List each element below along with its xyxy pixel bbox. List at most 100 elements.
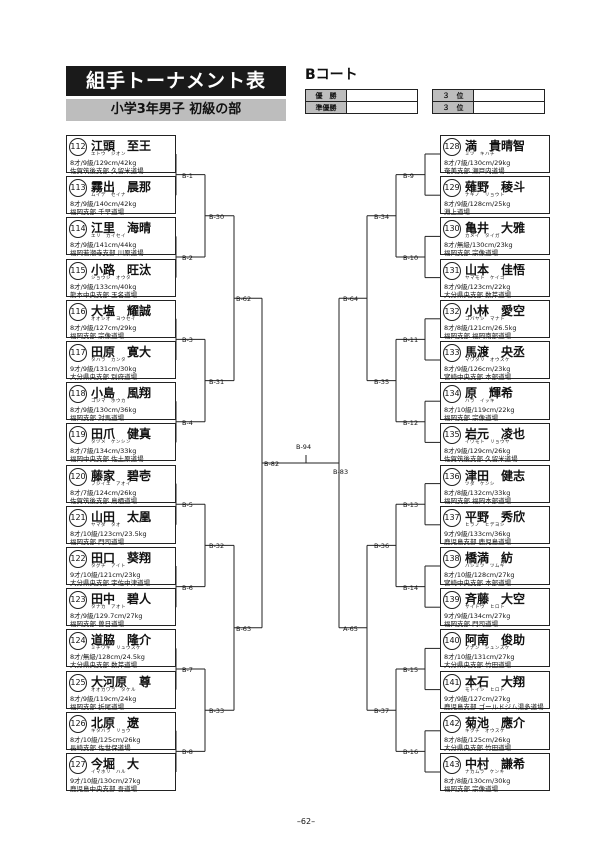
player-number: 125 [69, 673, 87, 692]
player-name: 山本 佳悟 [465, 262, 526, 277]
player-kana: ナカムラ ケンキ [465, 770, 505, 775]
player-kana: コバヤシ マナト [465, 316, 505, 322]
player-club: 佐賀筑後支部 久留米道場 [70, 167, 144, 175]
player-number: 143 [443, 756, 461, 774]
match-label: B-83 [333, 468, 349, 476]
third-place-label-1: ３ 位 [432, 89, 474, 102]
court-label: Bコート [305, 67, 358, 83]
player-info: 8才/8級/125cm/26kg [444, 735, 511, 744]
player-kana: ナギノ リョウト [465, 193, 505, 199]
division-subtitle: 小学3年男子 初級の部 [66, 99, 286, 121]
player-info: 8才/7級/134cm/33kg [70, 447, 137, 456]
player-club: 福岡支部 対馬道場 [70, 414, 125, 423]
player-club: 鹿児島中央支部 吾道場 [70, 785, 138, 793]
player-kana: イマホリ ハル [91, 770, 126, 775]
player-kana: オオシオ ヨウセイ [91, 316, 136, 322]
player-name: 藤家 碧壱 [91, 468, 152, 483]
match-label: B-5 [182, 501, 193, 510]
player-club: 福岡支部 曽日道場 [70, 620, 125, 629]
player-number: 130 [443, 220, 461, 239]
player-number: 122 [69, 550, 87, 568]
player-club: 淵上道場 [444, 208, 470, 217]
player-club: 宮崎中央支部 本部道場 [444, 373, 512, 381]
match-label: B-31 [209, 377, 225, 386]
placings-table-right: ３ 位 ３ 位 [432, 89, 545, 114]
player-number: 141 [443, 673, 461, 692]
player-kana: サイトウ ヒロト [465, 605, 505, 611]
player-name: 田中 碧人 [91, 592, 152, 607]
player-number: 120 [69, 467, 87, 486]
player-name: 馬渡 央丞 [465, 345, 526, 359]
tournament-title: 組手トーナメント表 [66, 66, 286, 96]
player-info: 8才/9級/140cm/42kg [70, 200, 137, 209]
player-name: 小島 風翔 [91, 386, 152, 401]
match-label: B-6 [182, 583, 193, 592]
player-club: 福岡支部 千早道場 [70, 208, 125, 217]
player-info: 8才/9級/130cm/36kg [70, 406, 137, 415]
player-name: 江頭 至王 [91, 139, 152, 153]
match-label: B-62 [236, 295, 252, 304]
third-place-label-2: ３ 位 [432, 101, 474, 114]
player-club: 福岡支部 宗像道場 [444, 249, 499, 258]
player-info: 8才/10級/131cm/27kg [444, 653, 515, 662]
player-number: 115 [69, 261, 87, 280]
match-label: B-30 [209, 212, 225, 221]
player-number: 121 [69, 508, 87, 527]
player-kana: キタハラ リョウ [91, 728, 131, 734]
player-kana: ミツ キハチ [465, 152, 495, 157]
player-info: 8才/7級/124cm/26kg [70, 488, 137, 497]
player-kana: エリ カイセイ [91, 234, 126, 240]
player-club: 福岡支部 門司道場 [444, 620, 499, 629]
placings-table-left: 優 勝 準優勝 [305, 89, 418, 114]
player-kana: ハラ イッキ [465, 399, 495, 405]
player-kana: ヤマモト ケイゴ [465, 275, 505, 281]
player-number: 131 [443, 261, 461, 280]
player-name: 江里 海晴 [91, 221, 152, 236]
player-name: 岩元 凌也 [465, 427, 526, 442]
match-label: B-10 [403, 254, 419, 262]
player-info: 8才/無級/128cm/24.5kg [70, 653, 145, 662]
player-info: 8才/9級/129.7cm/27kg [70, 612, 143, 621]
player-club: 佐賀筑後支部 久留米道場 [444, 455, 518, 464]
player-number: 135 [443, 426, 461, 445]
player-club: 福岡支部 宗像道場 [70, 331, 125, 340]
player-club: 福岡支部 福岡南部道場 [444, 331, 512, 340]
player-info: 9才/9級/131cm/30kg [70, 365, 137, 373]
player-name: 北原 遼 [91, 715, 140, 730]
player-number: 123 [69, 591, 87, 610]
player-kana: フジイエ アオイ [91, 481, 131, 487]
player-number: 137 [443, 508, 461, 527]
match-label: B-4 [182, 418, 193, 427]
player-club: 大分県央支部 別府道場 [70, 373, 138, 381]
player-kana: ヤマダ タオ [91, 522, 121, 528]
match-label: B-34 [374, 212, 390, 221]
player-info: 8才/10級/119cm/22kg [444, 406, 515, 415]
player-kana: エトウ ジオン [91, 152, 126, 157]
player-info: 8才/10級/125cm/26kg [70, 735, 141, 744]
player-kana: ミチワキ リュウスケ [91, 646, 141, 652]
player-name: 中村 謙希 [465, 757, 526, 771]
player-info: 8才/9級/123cm/22kg [444, 282, 511, 291]
player-number: 112 [69, 138, 87, 156]
player-info: 8才/9級/129cm/42kg [70, 159, 137, 167]
player-name: 満 貴晴智 [465, 139, 526, 153]
match-label: B-9 [403, 171, 414, 180]
match-label: B-11 [403, 336, 419, 345]
player-name: 小林 愛空 [465, 303, 526, 318]
player-number: 113 [69, 179, 87, 198]
player-info: 8才/9級/127cm/29kg [70, 323, 137, 332]
player-kana: ムイデ セイナ [91, 193, 126, 199]
